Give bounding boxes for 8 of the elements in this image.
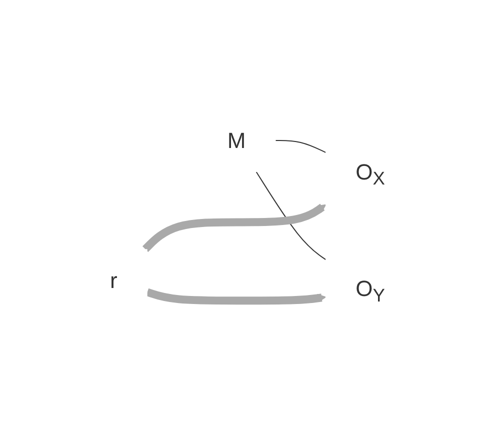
connector	[256, 172, 327, 261]
arrow	[142, 204, 327, 252]
node-text: M	[228, 128, 246, 154]
arrow	[146, 288, 327, 306]
node-text: O$_{X}$	[356, 160, 386, 190]
connector	[276, 140, 327, 154]
node-text: O$_{Y}$	[356, 276, 386, 306]
node-text: r	[110, 268, 118, 294]
